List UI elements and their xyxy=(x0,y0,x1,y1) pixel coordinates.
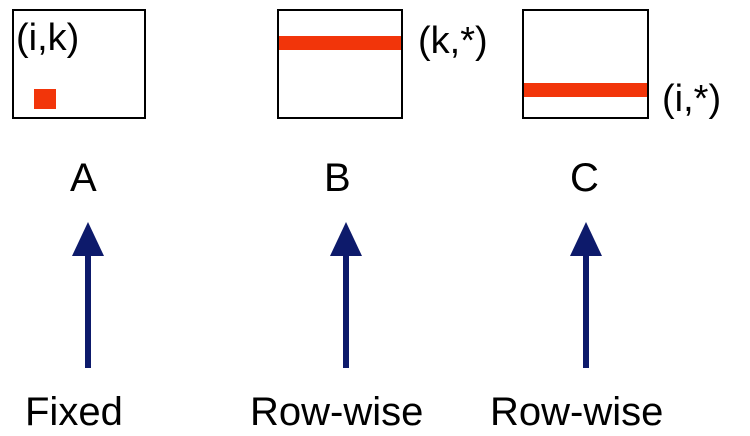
matrix-a-box: (i,k) xyxy=(12,9,146,119)
arrow-up-icon xyxy=(566,222,606,368)
matrix-a-index-label: (i,k) xyxy=(16,17,80,59)
matrix-c-row-highlight xyxy=(524,83,647,97)
matrix-b-box xyxy=(277,9,403,119)
matrix-c-box xyxy=(522,9,649,119)
arrow-head xyxy=(570,222,602,256)
matrix-c-name: C xyxy=(570,156,599,200)
matrix-a-name: A xyxy=(70,156,97,200)
arrow-head xyxy=(330,222,362,256)
arrow-up-icon xyxy=(68,222,108,368)
matrix-a-element-highlight xyxy=(34,89,56,109)
arrow-shaft xyxy=(85,254,91,368)
matrix-b-index-label: (k,*) xyxy=(418,20,488,62)
arrow-shaft xyxy=(583,254,589,368)
arrow-shaft xyxy=(343,254,349,368)
matrix-c-access-label: Row-wise xyxy=(490,390,664,434)
matrix-b-row-highlight xyxy=(279,36,401,50)
matrix-a-access-label: Fixed xyxy=(25,390,123,434)
matrix-b-name: B xyxy=(324,156,351,200)
matrix-c-index-label: (i,*) xyxy=(662,78,722,120)
arrow-head xyxy=(72,222,104,256)
arrow-up-icon xyxy=(326,222,366,368)
matrix-b-access-label: Row-wise xyxy=(250,390,424,434)
